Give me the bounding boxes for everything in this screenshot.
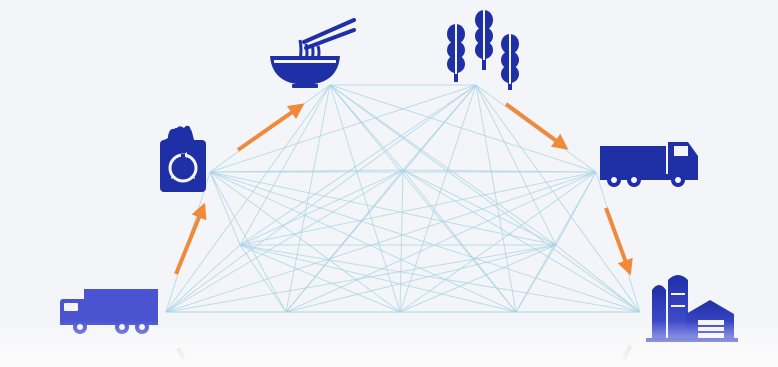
network-link xyxy=(209,171,641,313)
network-link xyxy=(329,84,641,313)
network-link xyxy=(329,84,517,313)
network-link xyxy=(475,84,597,173)
network-link xyxy=(165,244,241,313)
network-link xyxy=(209,171,401,313)
flow-arrow xyxy=(504,102,569,150)
network-link xyxy=(239,171,597,246)
network-link xyxy=(239,244,401,313)
network-link xyxy=(209,171,241,246)
network-link xyxy=(239,244,641,313)
network-link xyxy=(285,244,557,313)
network-link xyxy=(209,171,287,313)
warehouse-icon xyxy=(646,275,738,342)
network-link xyxy=(475,84,557,246)
network-link xyxy=(329,84,401,313)
network-link xyxy=(329,84,557,246)
network-link xyxy=(239,84,331,246)
network-link xyxy=(475,84,641,313)
network-link xyxy=(515,244,557,313)
network-link xyxy=(402,169,557,246)
network-link xyxy=(399,171,597,313)
network-link xyxy=(402,169,517,313)
start-truck-icon xyxy=(60,289,158,334)
grocery-bag-recycle-icon xyxy=(160,125,206,192)
network-link xyxy=(165,84,477,313)
network-link xyxy=(402,84,477,171)
network-link xyxy=(555,244,641,313)
network-link xyxy=(239,84,477,246)
network-link xyxy=(329,84,404,171)
network-link xyxy=(329,84,597,173)
network-link xyxy=(285,171,597,313)
network-link xyxy=(239,244,287,313)
network-link xyxy=(285,169,404,313)
network-link xyxy=(209,171,517,313)
network-link xyxy=(239,169,404,246)
network-link xyxy=(399,169,404,313)
network-link xyxy=(239,244,517,313)
flow-arrow xyxy=(236,103,305,152)
flow-arrow xyxy=(604,207,633,276)
noodle-bowl-icon xyxy=(270,18,356,88)
network-link xyxy=(165,84,331,313)
network-link xyxy=(402,169,597,173)
flow-arrow xyxy=(174,202,207,275)
network-link xyxy=(209,169,404,173)
network-link xyxy=(475,84,517,313)
network-link xyxy=(555,171,597,246)
delivery-truck-icon xyxy=(600,142,698,187)
network-link xyxy=(209,171,557,246)
network-link xyxy=(402,169,641,313)
network-link xyxy=(165,171,597,313)
wheat-icon xyxy=(447,10,519,90)
network-link xyxy=(399,244,557,313)
